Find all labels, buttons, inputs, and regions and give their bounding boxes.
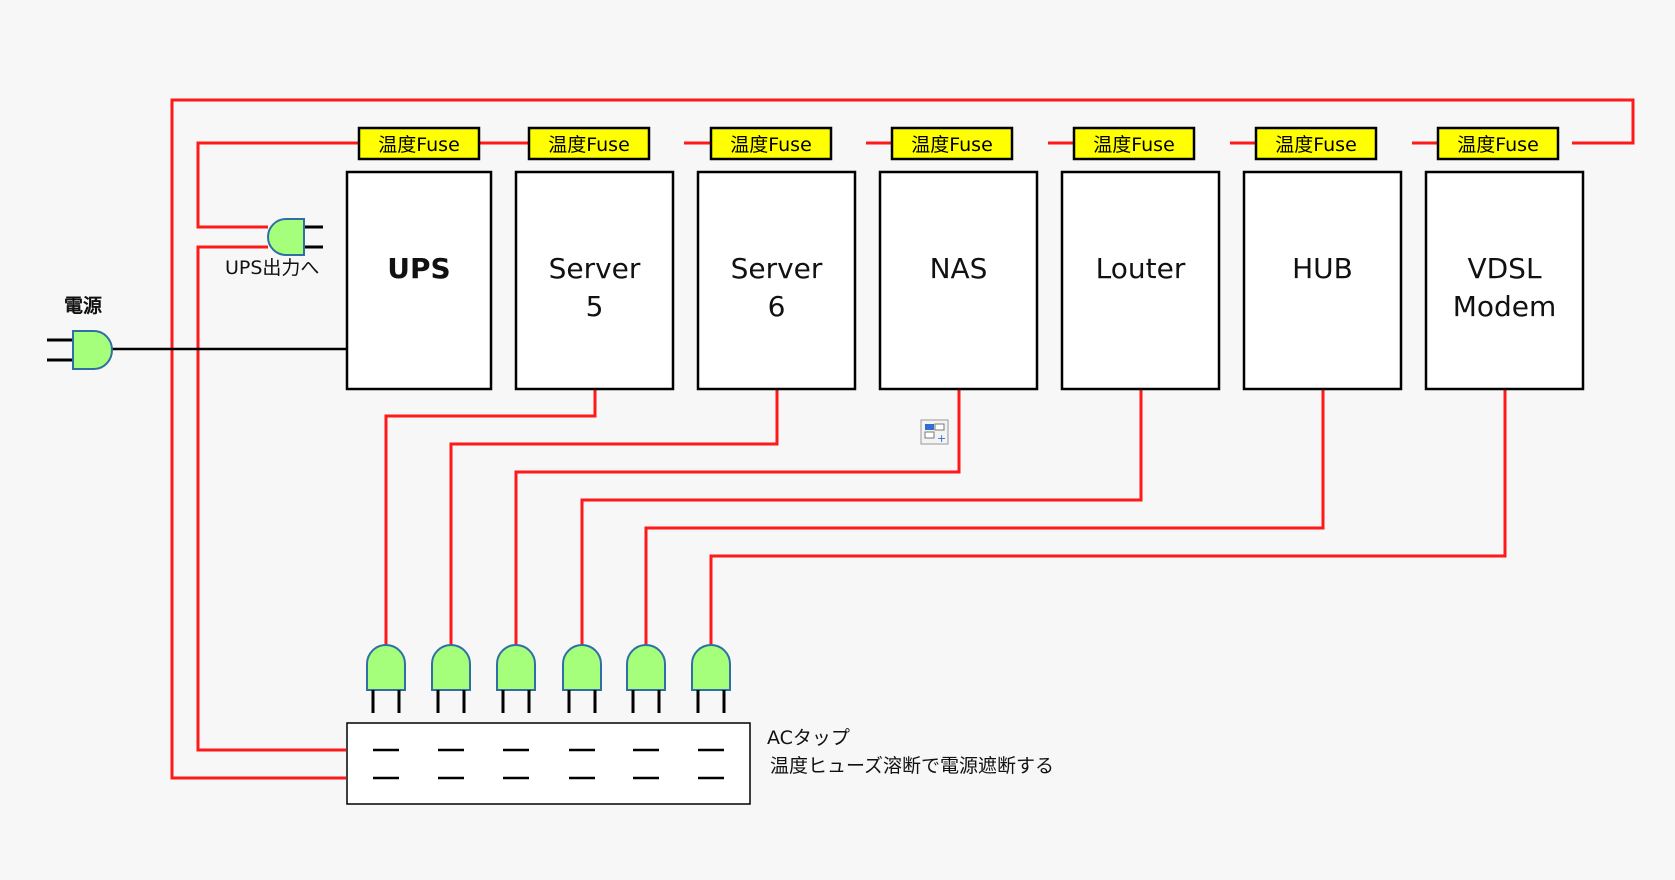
ac-tap-plug-2 bbox=[431, 644, 471, 780]
ac-tap-plugs bbox=[366, 644, 731, 780]
power-plug-icon bbox=[496, 644, 536, 691]
fuse-nas: 温度Fuse bbox=[890, 126, 1014, 161]
device-label: Modem bbox=[1453, 290, 1557, 323]
device-louter: Louter 温度Fuse bbox=[1060, 126, 1221, 391]
fuse-label: 温度Fuse bbox=[911, 134, 993, 156]
device-ups: UPS 温度Fuse bbox=[345, 126, 493, 391]
device-label: UPS bbox=[387, 252, 450, 285]
device-label: 6 bbox=[768, 290, 786, 323]
server5-cord bbox=[384, 389, 597, 647]
device-box bbox=[514, 170, 675, 391]
fuse-box bbox=[1436, 126, 1560, 161]
fuse-box bbox=[1072, 126, 1196, 161]
device-label: Louter bbox=[1096, 252, 1186, 285]
fuse-chain-wiring bbox=[170, 98, 1635, 780]
fuse-server5: 温度Fuse bbox=[527, 126, 651, 161]
ac-tap-plug-5 bbox=[626, 644, 666, 780]
power-plug-icon bbox=[47, 330, 113, 370]
smart-tag-cell bbox=[925, 424, 934, 430]
ac-tap-plug-1 bbox=[366, 644, 406, 780]
device-box bbox=[1060, 170, 1221, 391]
fuse-label: 温度Fuse bbox=[548, 134, 630, 156]
nas-cord bbox=[514, 389, 961, 647]
smart-tag-cell bbox=[934, 423, 945, 431]
device-nas: NAS 温度Fuse bbox=[878, 126, 1039, 391]
fuse-louter: 温度Fuse bbox=[1072, 126, 1196, 161]
fuse-box bbox=[890, 126, 1014, 161]
fuse-label: 温度Fuse bbox=[730, 134, 812, 156]
ac-tap-note: 温度ヒューズ溶断で電源遮断する bbox=[770, 755, 1054, 777]
plug-body bbox=[267, 218, 305, 256]
fuse-box bbox=[357, 126, 481, 161]
smart-tag-plus: + bbox=[937, 432, 946, 445]
device-label: VDSL bbox=[1467, 252, 1541, 285]
power-plug-icon bbox=[562, 644, 602, 691]
device-server5: Server 5 温度Fuse bbox=[514, 126, 675, 391]
ups-output-plug-icon bbox=[267, 218, 323, 256]
device-hub: HUB 温度Fuse bbox=[1242, 126, 1403, 391]
ac-tap-plug-3 bbox=[496, 644, 536, 780]
device-vdsl: VDSL Modem 温度Fuse bbox=[1424, 126, 1585, 391]
device-label: Server bbox=[549, 252, 641, 285]
device-box bbox=[696, 170, 857, 391]
ups-output-wire-in bbox=[196, 245, 346, 752]
device-box bbox=[1424, 170, 1585, 391]
fuse-box bbox=[709, 126, 833, 161]
fuse-box bbox=[1254, 126, 1378, 161]
fuse-label: 温度Fuse bbox=[1457, 134, 1539, 156]
fuse-label: 温度Fuse bbox=[1093, 134, 1175, 156]
device-label: 5 bbox=[586, 290, 604, 323]
power-plug-icon bbox=[431, 644, 471, 691]
device-server6: Server 6 温度Fuse bbox=[696, 126, 857, 391]
outer-return-wire bbox=[170, 98, 1635, 780]
power-plug-icon bbox=[626, 644, 666, 691]
fuse-server6: 温度Fuse bbox=[709, 126, 833, 161]
device-label: NAS bbox=[930, 252, 988, 285]
ac-tap-title: ACタップ bbox=[767, 727, 850, 749]
device-box bbox=[345, 170, 493, 391]
fuse-box bbox=[527, 126, 651, 161]
ups-output-label: UPS出力へ bbox=[225, 257, 319, 279]
fuse-hub: 温度Fuse bbox=[1254, 126, 1378, 161]
device-label: Server bbox=[731, 252, 823, 285]
fuse-label: 温度Fuse bbox=[378, 134, 460, 156]
ac-tap-plug-4 bbox=[562, 644, 602, 780]
power-source-label: 電源 bbox=[64, 294, 102, 317]
fuse-ups: 温度Fuse bbox=[357, 126, 481, 161]
device-box bbox=[878, 170, 1039, 391]
device-label: HUB bbox=[1292, 252, 1353, 285]
ac-tap bbox=[346, 722, 751, 805]
power-plug-icon bbox=[691, 644, 731, 691]
plug-body bbox=[72, 330, 113, 370]
louter-cord bbox=[580, 389, 1143, 647]
vdsl-cord bbox=[709, 389, 1507, 647]
fuse-label: 温度Fuse bbox=[1275, 134, 1357, 156]
device-box bbox=[1242, 170, 1403, 391]
ac-tap-plug-6 bbox=[691, 644, 731, 780]
power-plug-icon bbox=[366, 644, 406, 691]
fuse-vdsl: 温度Fuse bbox=[1436, 126, 1560, 161]
smart-tag-options-icon[interactable]: + bbox=[920, 419, 949, 445]
smart-tag-cell bbox=[924, 431, 935, 439]
hub-cord bbox=[644, 389, 1325, 647]
ups-output-wire-out bbox=[196, 141, 359, 229]
server6-cord bbox=[449, 389, 779, 647]
